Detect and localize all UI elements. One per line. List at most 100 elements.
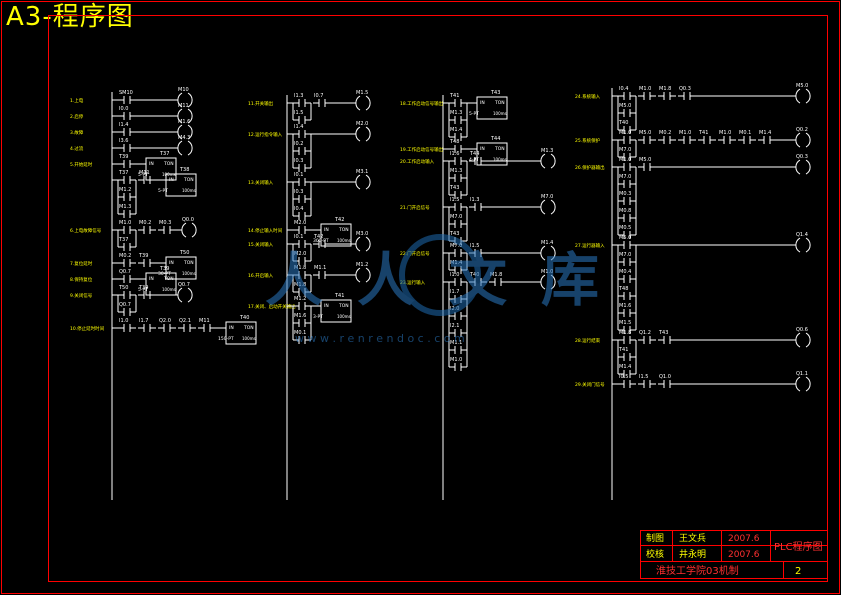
contact-label: M0.8 <box>619 208 631 214</box>
coil-label: M1.4 <box>541 240 553 246</box>
contact-label: I1.7 <box>139 318 148 324</box>
timer-in: IN <box>324 303 329 309</box>
coil-right <box>365 126 371 142</box>
contact-label: Q0.7 <box>119 269 131 275</box>
tb-sheet-no: 2 <box>795 566 801 577</box>
contact-label: M1.0 <box>679 130 691 136</box>
rung-label: 29.关闭门信号 <box>575 381 605 388</box>
rung-label: 8.保持复位 <box>70 276 93 283</box>
contact-label: M7.0 <box>450 243 462 249</box>
timer-in: IN <box>324 227 329 233</box>
watermark-text: 人人文库 <box>265 246 633 314</box>
contact-label: M1.8 <box>659 86 671 92</box>
contact-label: I0.0 <box>119 106 128 112</box>
contact-label: I0.4 <box>619 86 628 92</box>
contact-label: T44 <box>469 151 479 157</box>
contact-label: M1.0 <box>639 86 651 92</box>
coil-left <box>177 287 183 303</box>
tb-drawn-date: 2007.6 <box>728 534 760 544</box>
contact-label: M1.0 <box>450 357 462 363</box>
contact-label: M1.6 <box>619 303 631 309</box>
contact-label: I1.5 <box>294 110 303 116</box>
coil-label: M3.1 <box>356 169 368 175</box>
rung-label: 16.开启输入 <box>248 272 274 279</box>
contact-label: I0.3 <box>294 158 303 164</box>
contact-label: M1.4 <box>450 260 462 266</box>
coil-right <box>805 332 811 348</box>
coil-label: M1.2 <box>356 262 368 268</box>
coil-right <box>187 124 193 140</box>
watermark: 人人文库 w w w . r e n r e n d o c . c o m <box>265 234 633 345</box>
rung-label: 11.开关输出 <box>248 100 274 107</box>
coil-right <box>365 236 371 252</box>
timer-base: 100ms <box>337 238 351 243</box>
coil-right <box>550 199 556 215</box>
contact-label: Q1.2 <box>639 330 651 336</box>
contact-label: I1.4 <box>119 122 128 128</box>
timer-pt: 3-PT <box>313 314 323 320</box>
coil-left <box>795 237 801 253</box>
contact-label: M0.2 <box>139 220 151 226</box>
rung-label: 21.门开启信号 <box>400 204 430 211</box>
coil-right <box>805 237 811 253</box>
contact-label: M1.0 <box>619 157 631 163</box>
timer-name: T40 <box>239 315 249 321</box>
coil-label: M10 <box>178 87 189 93</box>
coil-left <box>795 376 801 392</box>
contact-label: T48 <box>449 139 459 145</box>
timer-pt: 300-PT <box>313 238 329 244</box>
page-title: A3-程序图 <box>6 2 134 32</box>
contact-label: M1.8 <box>294 265 306 271</box>
contact-label: I1.4 <box>294 124 303 130</box>
contact-label: M1.4 <box>759 130 771 136</box>
contact-label: T41 <box>449 93 459 99</box>
timer-name: T50 <box>179 250 189 256</box>
contact-label: M1.1 <box>450 340 462 346</box>
timer-box <box>476 142 508 166</box>
coil-left <box>355 267 361 283</box>
timer-box <box>165 173 197 197</box>
coil-label: Q0.2 <box>796 127 808 133</box>
contact-label: I2.1 <box>450 323 459 329</box>
contact-label: M2.0 <box>294 220 306 226</box>
coil-label: M4.3 <box>178 135 190 141</box>
timer-in: IN <box>169 177 174 183</box>
contact-label: M7.0 <box>619 174 631 180</box>
rung-label: 3.故障 <box>70 129 84 136</box>
coil-left <box>355 95 361 111</box>
coil-left <box>177 124 183 140</box>
contact-label: I3.6 <box>119 138 128 144</box>
coil-label: M1.3 <box>541 148 553 154</box>
watermark-circle <box>399 234 481 316</box>
rung-label: 14.停止输入时间 <box>248 227 283 234</box>
coil-left <box>540 274 546 290</box>
contact-label: I0.1 <box>294 172 303 178</box>
timer-base: 100ms <box>493 111 507 116</box>
coil-right <box>187 108 193 124</box>
contact-label: M5.0 <box>619 235 631 241</box>
rung-label: 6.上电故障信号 <box>70 227 102 234</box>
coil-left <box>540 245 546 261</box>
contact-label: M1.4 <box>450 127 462 133</box>
contact-label: M1.4 <box>619 364 631 370</box>
contact-label: I1.0 <box>119 318 128 324</box>
contact-label: T39 <box>138 285 148 291</box>
timer-name: T41 <box>334 293 344 299</box>
rung-label: 13.关闭输入 <box>248 179 274 186</box>
rung-label: 10.停止延时时间 <box>70 325 105 332</box>
rung-label: 17.关闭、启动开关输出 <box>248 303 296 310</box>
timer-base: 100ms <box>337 314 351 319</box>
contact-label: T37 <box>118 237 128 243</box>
timer-in: IN <box>229 325 234 331</box>
contact-label: T48 <box>618 286 628 292</box>
contact-label: M0.3 <box>159 220 171 226</box>
contact-label: I1.5 <box>639 374 648 380</box>
coil-right <box>187 287 193 303</box>
coil-label: M1.0 <box>541 269 553 275</box>
rung-label: 18.工作启动信号输出 <box>400 100 444 107</box>
contact-label: I0.7 <box>314 93 323 99</box>
contact-label: T43 <box>449 231 459 237</box>
timer-box <box>225 321 257 345</box>
timer-in: IN <box>480 146 485 152</box>
rung-label: 12.运行指令输入 <box>248 131 283 138</box>
